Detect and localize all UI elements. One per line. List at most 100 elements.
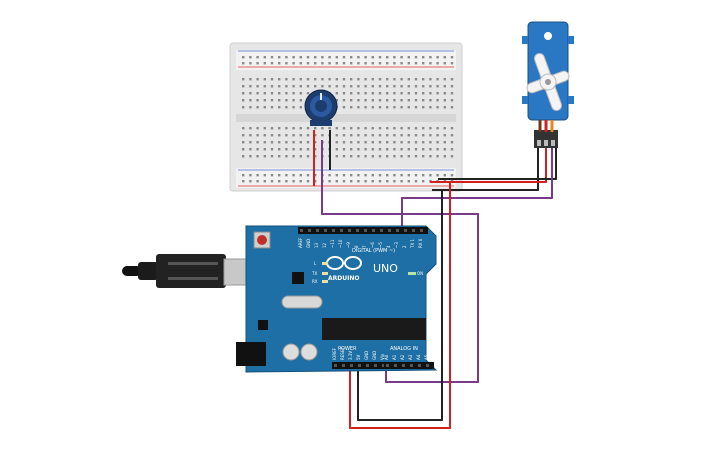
header-pin[interactable] [350, 364, 353, 367]
rail-hole [350, 180, 353, 183]
terminal-hole [371, 99, 374, 102]
header-pin[interactable] [356, 229, 359, 232]
terminal-hole [450, 92, 454, 95]
terminal-hole [422, 106, 425, 109]
header-pin[interactable] [426, 364, 429, 367]
arduino-uno-board[interactable] [236, 225, 438, 373]
terminal-hole [292, 78, 295, 81]
terminal-hole [285, 155, 288, 158]
header-pin[interactable] [332, 229, 335, 232]
header-pin[interactable] [348, 229, 351, 232]
terminal-hole [414, 92, 418, 95]
terminal-hole [407, 134, 410, 137]
terminal-hole [436, 92, 439, 95]
terminal-hole [393, 78, 396, 81]
terminal-hole [450, 155, 454, 158]
header-pin[interactable] [366, 364, 369, 367]
terminal-hole [450, 78, 454, 81]
terminal-hole [342, 92, 346, 95]
led-l [322, 262, 328, 265]
terminal-hole [407, 148, 410, 151]
rail-hole [292, 62, 295, 65]
pin-label: RESET [340, 347, 345, 360]
pin-label: ~6 [370, 242, 375, 248]
header-pin[interactable] [358, 364, 361, 367]
terminal-hole [270, 155, 274, 158]
header-pin[interactable] [308, 229, 311, 232]
terminal-hole [443, 92, 446, 95]
header-pin[interactable] [396, 229, 399, 232]
pin-label: A2 [400, 354, 405, 360]
terminal-hole [335, 141, 338, 144]
rx-label: RX [312, 279, 318, 284]
header-pin[interactable] [382, 364, 385, 367]
header-pin[interactable] [380, 229, 383, 232]
header-pin[interactable] [340, 229, 343, 232]
rail-hole [270, 180, 274, 183]
header-pin[interactable] [374, 364, 377, 367]
digital-header [298, 227, 428, 234]
terminal-hole [393, 141, 396, 144]
rail-hole [328, 180, 331, 183]
servo-motor[interactable] [517, 21, 579, 148]
pin-label: A1 [392, 354, 397, 360]
breadboard[interactable] [229, 42, 463, 192]
terminal-hole [378, 134, 382, 137]
rail-hole [450, 62, 454, 65]
header-pin[interactable] [334, 364, 337, 367]
header-pin[interactable] [420, 229, 423, 232]
rail-hole [306, 174, 310, 177]
pin-label: IOREF [332, 347, 337, 360]
header-pin[interactable] [386, 364, 389, 367]
arduino-model-label: UNO [373, 262, 398, 275]
terminal-hole [270, 99, 274, 102]
header-pin[interactable] [418, 364, 421, 367]
header-pin[interactable] [324, 229, 327, 232]
header-pin[interactable] [372, 229, 375, 232]
terminal-hole [400, 134, 403, 137]
terminal-hole [285, 99, 288, 102]
header-pin[interactable] [404, 229, 407, 232]
header-pin[interactable] [394, 364, 397, 367]
rail-hole [393, 62, 396, 65]
header-pin[interactable] [316, 229, 319, 232]
terminal-hole [422, 148, 425, 151]
terminal-hole [299, 127, 302, 130]
header-pin[interactable] [412, 229, 415, 232]
potentiometer[interactable] [304, 89, 338, 126]
rail-hole [335, 62, 338, 65]
rail-hole [443, 56, 446, 59]
terminal-hole [414, 99, 418, 102]
terminal-hole [400, 85, 403, 88]
header-pin[interactable] [300, 229, 303, 232]
header-pin[interactable] [364, 229, 367, 232]
header-pin[interactable] [388, 229, 391, 232]
rail-hole [328, 174, 331, 177]
terminal-hole [249, 99, 252, 102]
rail-hole [400, 62, 403, 65]
terminal-hole [292, 134, 295, 137]
terminal-hole [386, 92, 389, 95]
terminal-hole [378, 99, 382, 102]
terminal-hole [378, 92, 382, 95]
terminal-hole [364, 92, 367, 95]
rail-hole [299, 56, 302, 59]
rail-hole [422, 62, 425, 65]
terminal-hole [350, 78, 353, 81]
rail-hole [321, 56, 324, 59]
terminal-hole [270, 127, 274, 130]
rail-hole [263, 174, 266, 177]
terminal-hole [378, 85, 382, 88]
rail-hole [335, 174, 338, 177]
header-pin[interactable] [410, 364, 413, 367]
terminal-hole [314, 127, 317, 130]
rail-hole [242, 180, 245, 183]
header-pin[interactable] [342, 364, 345, 367]
terminal-hole [371, 155, 374, 158]
rail-hole [249, 180, 252, 183]
terminal-hole [364, 148, 367, 151]
terminal-hole [335, 78, 338, 81]
header-pin[interactable] [402, 364, 405, 367]
terminal-hole [278, 155, 281, 158]
pin-label: 8 [354, 245, 359, 248]
